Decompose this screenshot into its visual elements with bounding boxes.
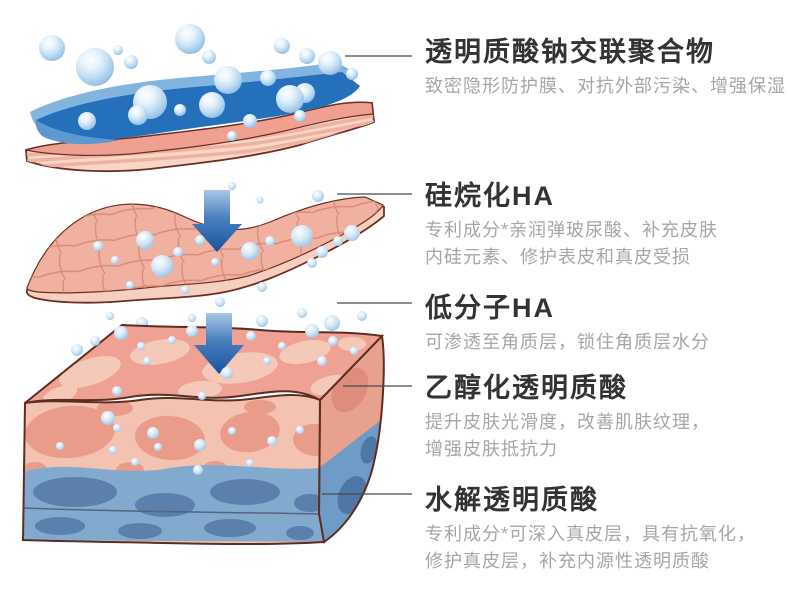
label-silanized-ha: 硅烷化HA 专利成分*亲润弹玻尿酸、补充皮肤 内硅元素、修护表皮和真皮受损 — [425, 180, 785, 271]
moisture-bubbles-top — [39, 24, 358, 141]
label-title: 透明质酸钠交联聚合物 — [425, 37, 715, 67]
skin-block — [21, 323, 385, 546]
label-title: 乙醇化透明质酸 — [425, 373, 628, 403]
moisture-bubbles-mesh — [93, 225, 360, 307]
block-front-texture — [23, 400, 324, 542]
protective-film-layer — [30, 62, 360, 145]
label-description: 提升皮肤光滑度，改善肌肤纹理， 增强皮肤抵抗力 — [425, 412, 710, 459]
penetration-arrow-1 — [192, 190, 242, 252]
label-low-molecular-ha: 低分子HA 可渗透至角质层，锁住角质层水分 — [425, 292, 785, 356]
moisture-bubbles-block — [56, 324, 358, 475]
label-ethanolized-ha: 乙醇化透明质酸 提升皮肤光滑度，改善肌肤纹理， 增强皮肤抵抗力 — [425, 372, 785, 463]
label-description: 致密隐形防护膜、对抗外部污染、增强保湿 — [425, 76, 786, 96]
label-description: 可渗透至角质层，锁住角质层水分 — [425, 332, 710, 352]
mesh-sheet-layer — [25, 196, 385, 304]
label-sodium-hyaluronate-crosspolymer: 透明质酸钠交联聚合物 致密隐形防护膜、对抗外部污染、增强保湿 — [425, 36, 785, 100]
striped-membrane-layer — [25, 101, 375, 173]
penetration-arrow-2 — [194, 313, 244, 374]
label-title: 低分子HA — [425, 293, 555, 323]
label-hydrolyzed-ha: 水解透明质酸 专利成分*可深入真皮层，具有抗氧化， 修护真皮层，补充内源性透明质… — [425, 484, 785, 575]
label-title: 硅烷化HA — [425, 181, 555, 211]
label-description: 专利成分*亲润弹玻尿酸、补充皮肤 内硅元素、修护表皮和真皮受损 — [425, 220, 719, 267]
label-description: 专利成分*可深入真皮层，具有抗氧化， 修护真皮层，补充内源性透明质酸 — [425, 524, 757, 571]
moisture-bubbles-gap2 — [106, 308, 367, 331]
label-title: 水解透明质酸 — [425, 485, 599, 515]
